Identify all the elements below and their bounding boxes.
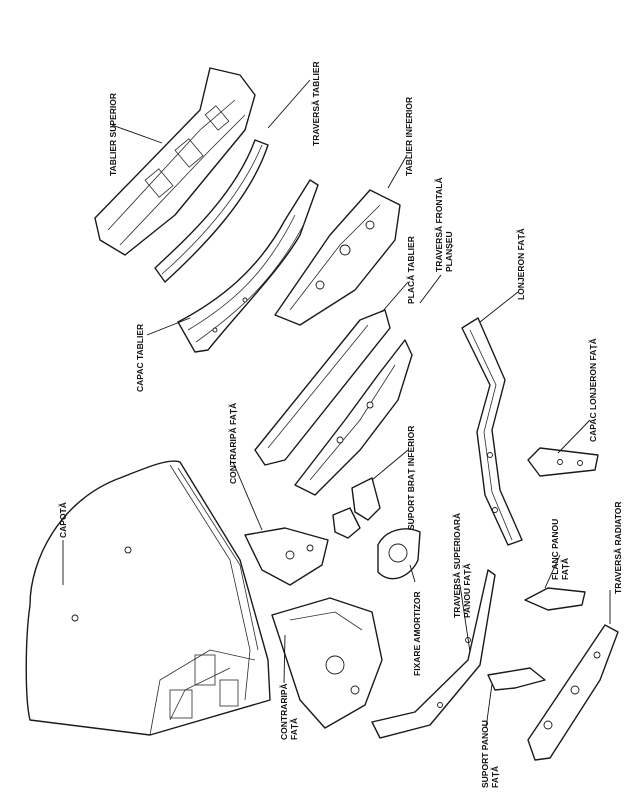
label-lonjeron-fata: LONJERON FAȚĂ: [516, 228, 526, 300]
leader-traversa-tablier: [267, 79, 311, 129]
leader-placa-tablier: [381, 281, 409, 313]
label-flanc-panou-line1: FLANC PANOU: [550, 519, 560, 580]
label-capac-lonjeron-fata: CAPAC LONJERON FAȚĂ: [588, 338, 598, 442]
label-traversa-radiator: TRAVERSĂ RADIATOR: [613, 501, 623, 594]
front-inner-fender-bottom-part: [271, 597, 383, 729]
label-traversa-frontala-line2: PLANȘEU: [444, 231, 454, 272]
front-rail-cover-part: [527, 447, 599, 477]
label-capota: CAPOTĂ: [58, 502, 68, 538]
label-contraripa-fata-bottom-line2: FAȚĂ: [289, 718, 299, 740]
dashboard-cover-part: [177, 179, 319, 353]
label-traversa-frontala-line1: TRAVERSĂ FRONTALĂ: [434, 177, 444, 272]
front-panel-flank-part: [524, 587, 586, 611]
label-suport-panou-line2: FAȚĂ: [490, 766, 500, 788]
front-rail-part: [461, 317, 523, 546]
labels: CAPOTĂ TABLIER SUPERIOR TRAVERSĂ TABLIER…: [58, 61, 623, 788]
leader-suport-panou: [485, 683, 493, 729]
radiator-crossbar-part: [527, 624, 619, 761]
front-inner-fender-top-part: [244, 527, 329, 586]
leader-traversa-frontala: [419, 274, 442, 304]
label-capac-tablier: CAPAC TABLIER: [135, 324, 145, 392]
floor-front-crossbar-part: [294, 339, 413, 496]
label-suport-brat-inferior: SUPORT BRAȚ INFERIOR: [406, 426, 416, 530]
hood-part: [25, 460, 271, 736]
label-contraripa-fata-top: CONTRARIPĂ FAȚĂ: [228, 403, 238, 484]
upper-front-panel-crossbar-part: [371, 569, 496, 739]
label-traversa-superioara-line2: PANOU FAȚĂ: [462, 563, 472, 618]
label-traversa-superioara-line1: TRAVERSĂ SUPERIOARĂ: [452, 513, 462, 618]
upper-dashboard-part: [94, 67, 256, 256]
leader-tablier-superior: [111, 124, 163, 144]
label-fixare-amortizor: FIXARE AMORTIZOR: [412, 591, 422, 676]
dashboard-plate-part: [254, 309, 391, 466]
label-placa-tablier: PLACĂ TABLIER: [406, 236, 416, 304]
front-panel-bracket-part: [487, 667, 546, 691]
label-traversa-tablier: TRAVERSĂ TABLIER: [311, 61, 321, 146]
label-flanc-panou-line2: FAȚĂ: [560, 558, 570, 580]
leader-tablier-inferior: [387, 154, 408, 189]
leader-contraripa-top: [232, 461, 263, 531]
leader-traversa-superioara: [459, 584, 471, 653]
leader-capac-lonjeron: [557, 419, 591, 454]
leader-contraripa-bottom: [283, 634, 286, 684]
lower-arm-bracket-part: [332, 477, 381, 539]
leader-capac-tablier: [146, 317, 191, 336]
leader-suport-brat: [371, 449, 409, 481]
label-suport-panou-line1: SUPORT PANOU: [480, 720, 490, 788]
label-tablier-inferior: TABLIER INFERIOR: [404, 97, 414, 176]
leader-fixare-amortizor: [409, 564, 416, 583]
leader-flanc-panou: [544, 554, 561, 589]
shock-absorber-mount-part: [377, 528, 421, 580]
label-contraripa-fata-bottom-line1: CONTRARIPĂ: [279, 683, 289, 740]
leader-lines: [62, 79, 611, 729]
leader-lonjeron-fata: [479, 291, 519, 323]
lower-dashboard-part: [274, 189, 401, 326]
dashboard-crossbar-part: [154, 139, 269, 283]
label-tablier-superior: TABLIER SUPERIOR: [108, 93, 118, 176]
